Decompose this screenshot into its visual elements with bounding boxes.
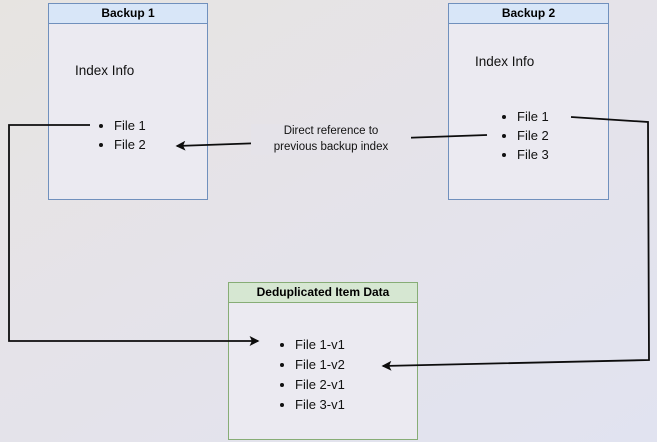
backup1-file-list: File 1 File 2	[97, 116, 214, 154]
dedup-title: Deduplicated Item Data	[229, 283, 417, 303]
list-item: File 1	[517, 107, 617, 126]
dedup-file-list: File 1-v1 File 1-v2 File 2-v1 File 3-v1	[278, 335, 415, 415]
list-item: File 1-v2	[295, 355, 415, 375]
backup2-file-list: File 1 File 2 File 3	[500, 107, 617, 164]
direct-reference-label-line1: Direct reference to	[283, 125, 379, 137]
backup1-subtitle: Index Info	[75, 63, 135, 78]
list-item: File 2	[114, 135, 214, 154]
backup2-title: Backup 2	[449, 4, 608, 24]
backup2-box: Backup 2	[448, 3, 609, 200]
backup1-title: Backup 1	[49, 4, 207, 24]
list-item: File 2-v1	[295, 375, 415, 395]
list-item: File 2	[517, 126, 617, 145]
list-item: File 3-v1	[295, 395, 415, 415]
list-item: File 1	[114, 116, 214, 135]
backup1-box: Backup 1	[48, 3, 208, 200]
list-item: File 3	[517, 145, 617, 164]
backup2-subtitle: Index Info	[475, 54, 535, 69]
list-item: File 1-v1	[295, 335, 415, 355]
direct-reference-label: Direct reference to previous backup inde…	[251, 124, 411, 155]
direct-reference-label-line2: previous backup index	[273, 140, 389, 153]
